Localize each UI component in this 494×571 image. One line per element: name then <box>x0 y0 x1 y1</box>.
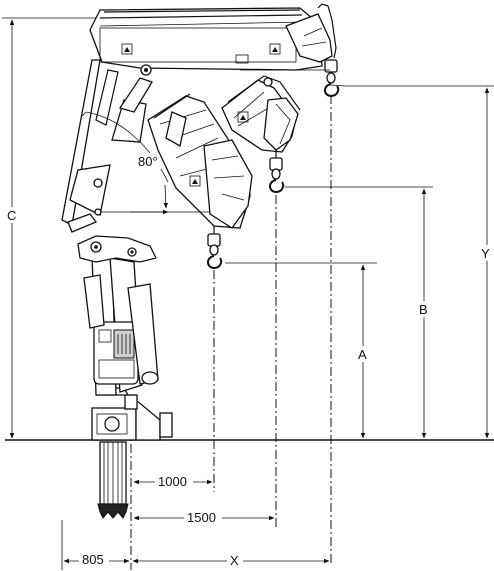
label-1000: 1000 <box>158 474 187 489</box>
dimension-1500: 1500 <box>133 509 275 525</box>
dimension-a: A <box>225 262 377 439</box>
dimension-x: X <box>132 552 330 568</box>
label-a: A <box>358 347 367 362</box>
dimension-c: C <box>2 17 100 439</box>
top-boom <box>89 3 346 98</box>
dimension-805: 805 <box>63 551 130 567</box>
dimension-b: B <box>285 186 433 439</box>
low-boom <box>130 93 253 270</box>
label-b: B <box>419 302 428 317</box>
label-805: 805 <box>82 552 104 567</box>
label-y: Y <box>481 246 490 261</box>
lift-cylinder: 80° <box>61 59 169 233</box>
dimension-1000: 1000 <box>133 473 213 489</box>
label-1500: 1500 <box>187 510 216 525</box>
crane-base <box>77 235 173 519</box>
dimension-y: Y <box>345 85 494 439</box>
mid-boom <box>221 75 301 194</box>
label-angle: 80° <box>138 154 158 169</box>
label-x: X <box>230 553 239 568</box>
label-c: C <box>7 208 16 223</box>
